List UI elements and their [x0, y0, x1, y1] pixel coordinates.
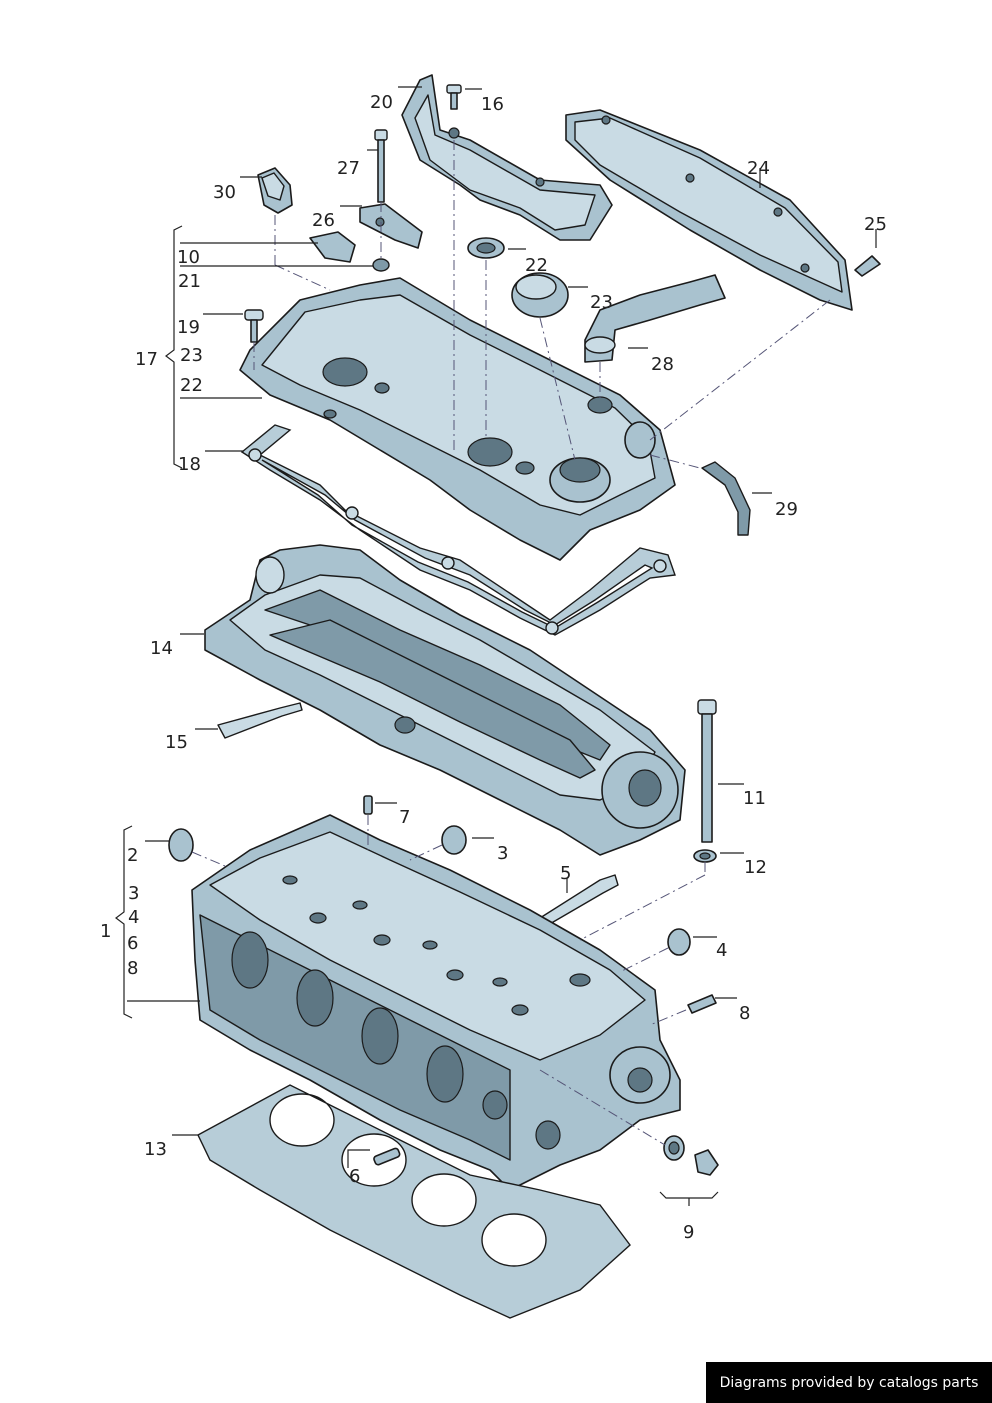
part-5-sealant-tube — [539, 874, 619, 926]
callout-2: 2 — [127, 845, 138, 866]
part-7-dowel — [363, 795, 373, 815]
callout-10: 10 — [177, 247, 200, 268]
part-22-seal — [467, 237, 505, 259]
part-3-plug — [441, 825, 467, 855]
part-19-bolt — [244, 309, 264, 343]
callout-16: 16 — [481, 94, 504, 115]
callout-6-main: 6 — [127, 933, 138, 954]
callout-1: 1 — [100, 921, 111, 942]
part-12-washer — [693, 849, 717, 863]
part-30-clip — [257, 167, 293, 214]
part-16-bolt — [446, 84, 462, 110]
callout-22-main: 22 — [180, 375, 203, 396]
callout-24: 24 — [747, 158, 770, 179]
callout-3: 3 — [497, 843, 508, 864]
callout-29: 29 — [775, 499, 798, 520]
part-1-cylinder-head — [191, 814, 681, 1191]
part-11-head-bolt — [697, 699, 717, 843]
callout-26: 26 — [312, 210, 335, 231]
callout-20: 20 — [370, 92, 393, 113]
part-26-bracket — [359, 203, 423, 249]
callout-5: 5 — [560, 863, 571, 884]
callout-27: 27 — [337, 158, 360, 179]
callout-11: 11 — [743, 788, 766, 809]
part-29-hose — [701, 461, 751, 536]
callout-9: 9 — [683, 1222, 694, 1243]
callout-8-main: 8 — [127, 958, 138, 979]
callout-21: 21 — [178, 271, 201, 292]
callout-17: 17 — [135, 349, 158, 370]
part-24-heat-shield — [565, 109, 853, 311]
part-28-breather-hose — [584, 274, 726, 363]
callout-14: 14 — [150, 638, 173, 659]
assembly-lines — [191, 140, 831, 1146]
callout-19: 19 — [177, 317, 200, 338]
part-15-sealant-tube — [217, 702, 303, 739]
callout-15: 15 — [165, 732, 188, 753]
callout-23: 23 — [590, 292, 613, 313]
callout-22: 22 — [525, 255, 548, 276]
part-23-cap — [511, 272, 569, 318]
credit-banner: Diagrams provided by catalogs parts — [706, 1362, 992, 1403]
callout-18: 18 — [178, 454, 201, 475]
callout-12: 12 — [744, 857, 767, 878]
callout-30: 30 — [213, 182, 236, 203]
callout-8: 8 — [739, 1003, 750, 1024]
part-8-stud — [687, 994, 717, 1014]
part-17-head-cover — [239, 277, 676, 561]
callout-7: 7 — [399, 807, 410, 828]
part-2-plug — [168, 828, 194, 862]
callout-3-main: 3 — [128, 883, 139, 904]
part-9-plug-and-seal — [663, 1135, 719, 1176]
part-20-cover — [401, 74, 613, 241]
callout-6: 6 — [349, 1166, 360, 1187]
part-27-long-bolt — [374, 129, 388, 203]
part-25-screw — [854, 255, 881, 277]
leader-lines — [115, 86, 877, 1206]
callout-25: 25 — [864, 214, 887, 235]
callout-4: 4 — [716, 940, 727, 961]
callout-23-main: 23 — [180, 345, 203, 366]
part-14-camshaft-housing — [204, 544, 686, 856]
part-4-plug — [667, 928, 691, 956]
callout-28: 28 — [651, 354, 674, 375]
part-10-clip — [309, 231, 356, 263]
callout-labels: 1 2 3 3 4 4 5 6 6 7 8 8 9 10 11 12 13 14… — [100, 92, 887, 1243]
part-18-gasket — [240, 424, 676, 636]
part-13-head-gasket — [197, 1084, 631, 1319]
callout-13: 13 — [144, 1139, 167, 1160]
callout-4-main: 4 — [128, 907, 139, 928]
part-21-grommet — [372, 258, 390, 272]
